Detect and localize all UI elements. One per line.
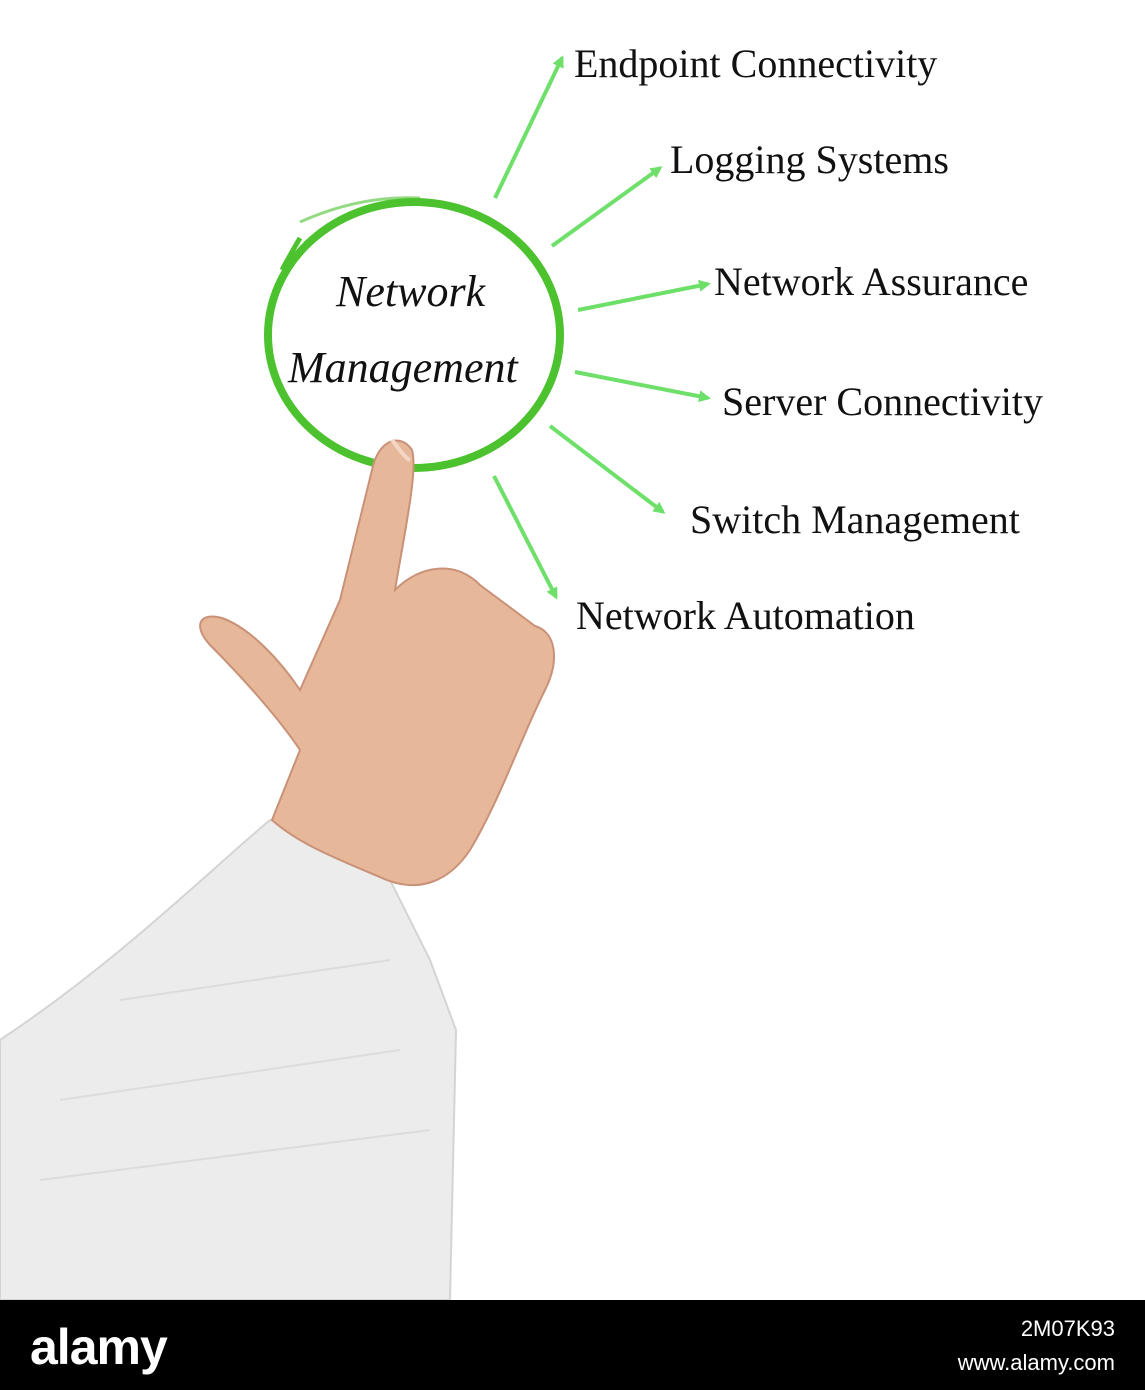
branch-label-6: Network Automation [576, 593, 915, 638]
arrow-4 [574, 370, 711, 403]
center-title-line-2: Management [288, 343, 518, 392]
sleeve-illustration [0, 818, 458, 1301]
pointing-hand-illustration [199, 438, 556, 887]
site-url: www.alamy.com [957, 1350, 1115, 1375]
arrow-1 [493, 55, 564, 199]
watermark-banner: alamy 2M07K93 www.alamy.com [0, 1300, 1145, 1390]
branch-label-4: Server Connectivity [722, 379, 1044, 424]
image-id: 2M07K93 [1020, 1316, 1115, 1341]
branch-label-1: Endpoint Connectivity [574, 41, 938, 86]
arrow-3 [577, 279, 711, 312]
diagram-scene: Network Management Endpoint Connectivity… [0, 41, 1044, 1301]
arrow-2 [550, 166, 663, 248]
branch-label-2: Logging Systems [670, 137, 949, 182]
center-title-line-1: Network [336, 267, 486, 316]
arrow-6 [492, 475, 558, 600]
arrow-5 [548, 424, 666, 514]
center-circle [264, 196, 564, 472]
branch-label-3: Network Assurance [714, 259, 1029, 304]
branch-arrows [492, 55, 711, 600]
branch-label-5: Switch Management [690, 497, 1020, 542]
brand-logo: alamy [30, 1319, 168, 1375]
diagram-graphics [0, 55, 711, 1301]
